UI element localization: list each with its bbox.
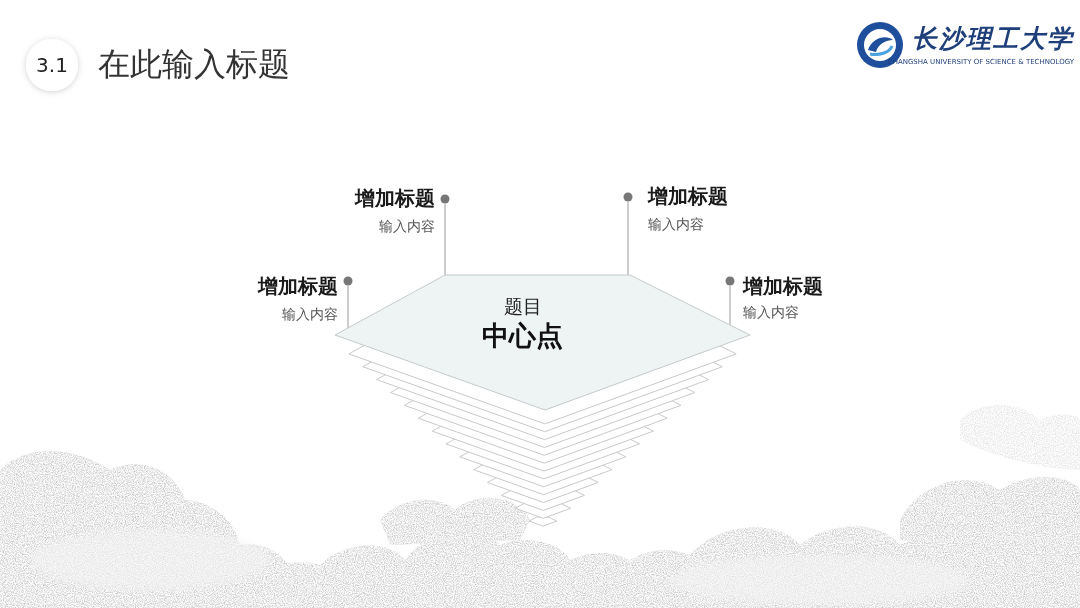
node-text: 题目中心点 bbox=[315, 275, 730, 353]
callout-body: 输入内容 bbox=[743, 303, 799, 321]
node-text: 3.1 bbox=[24, 37, 80, 93]
slide-title: 在此输入标题 bbox=[98, 44, 290, 84]
callout-body: 输入内容 bbox=[648, 215, 704, 233]
center-pentagon: 题目中心点 bbox=[335, 275, 750, 410]
callout-heading: 增加标题 bbox=[648, 183, 728, 209]
section-badge: 3.1 bbox=[24, 37, 80, 93]
section-number: 3.1 bbox=[36, 53, 68, 77]
center-heading: 中心点 bbox=[315, 319, 730, 353]
logo-name: 长沙理工大学 bbox=[912, 24, 1074, 54]
logo-english: CHANGSHA UNIVERSITY OF SCIENCE & TECHNOL… bbox=[888, 58, 1074, 67]
callout-heading: 增加标题 bbox=[258, 273, 338, 299]
callout-heading: 增加标题 bbox=[743, 273, 823, 299]
center-caption: 题目 bbox=[315, 293, 730, 319]
callout-heading: 增加标题 bbox=[355, 185, 435, 211]
callout-body: 输入内容 bbox=[282, 305, 338, 323]
callout-body: 输入内容 bbox=[379, 217, 435, 235]
